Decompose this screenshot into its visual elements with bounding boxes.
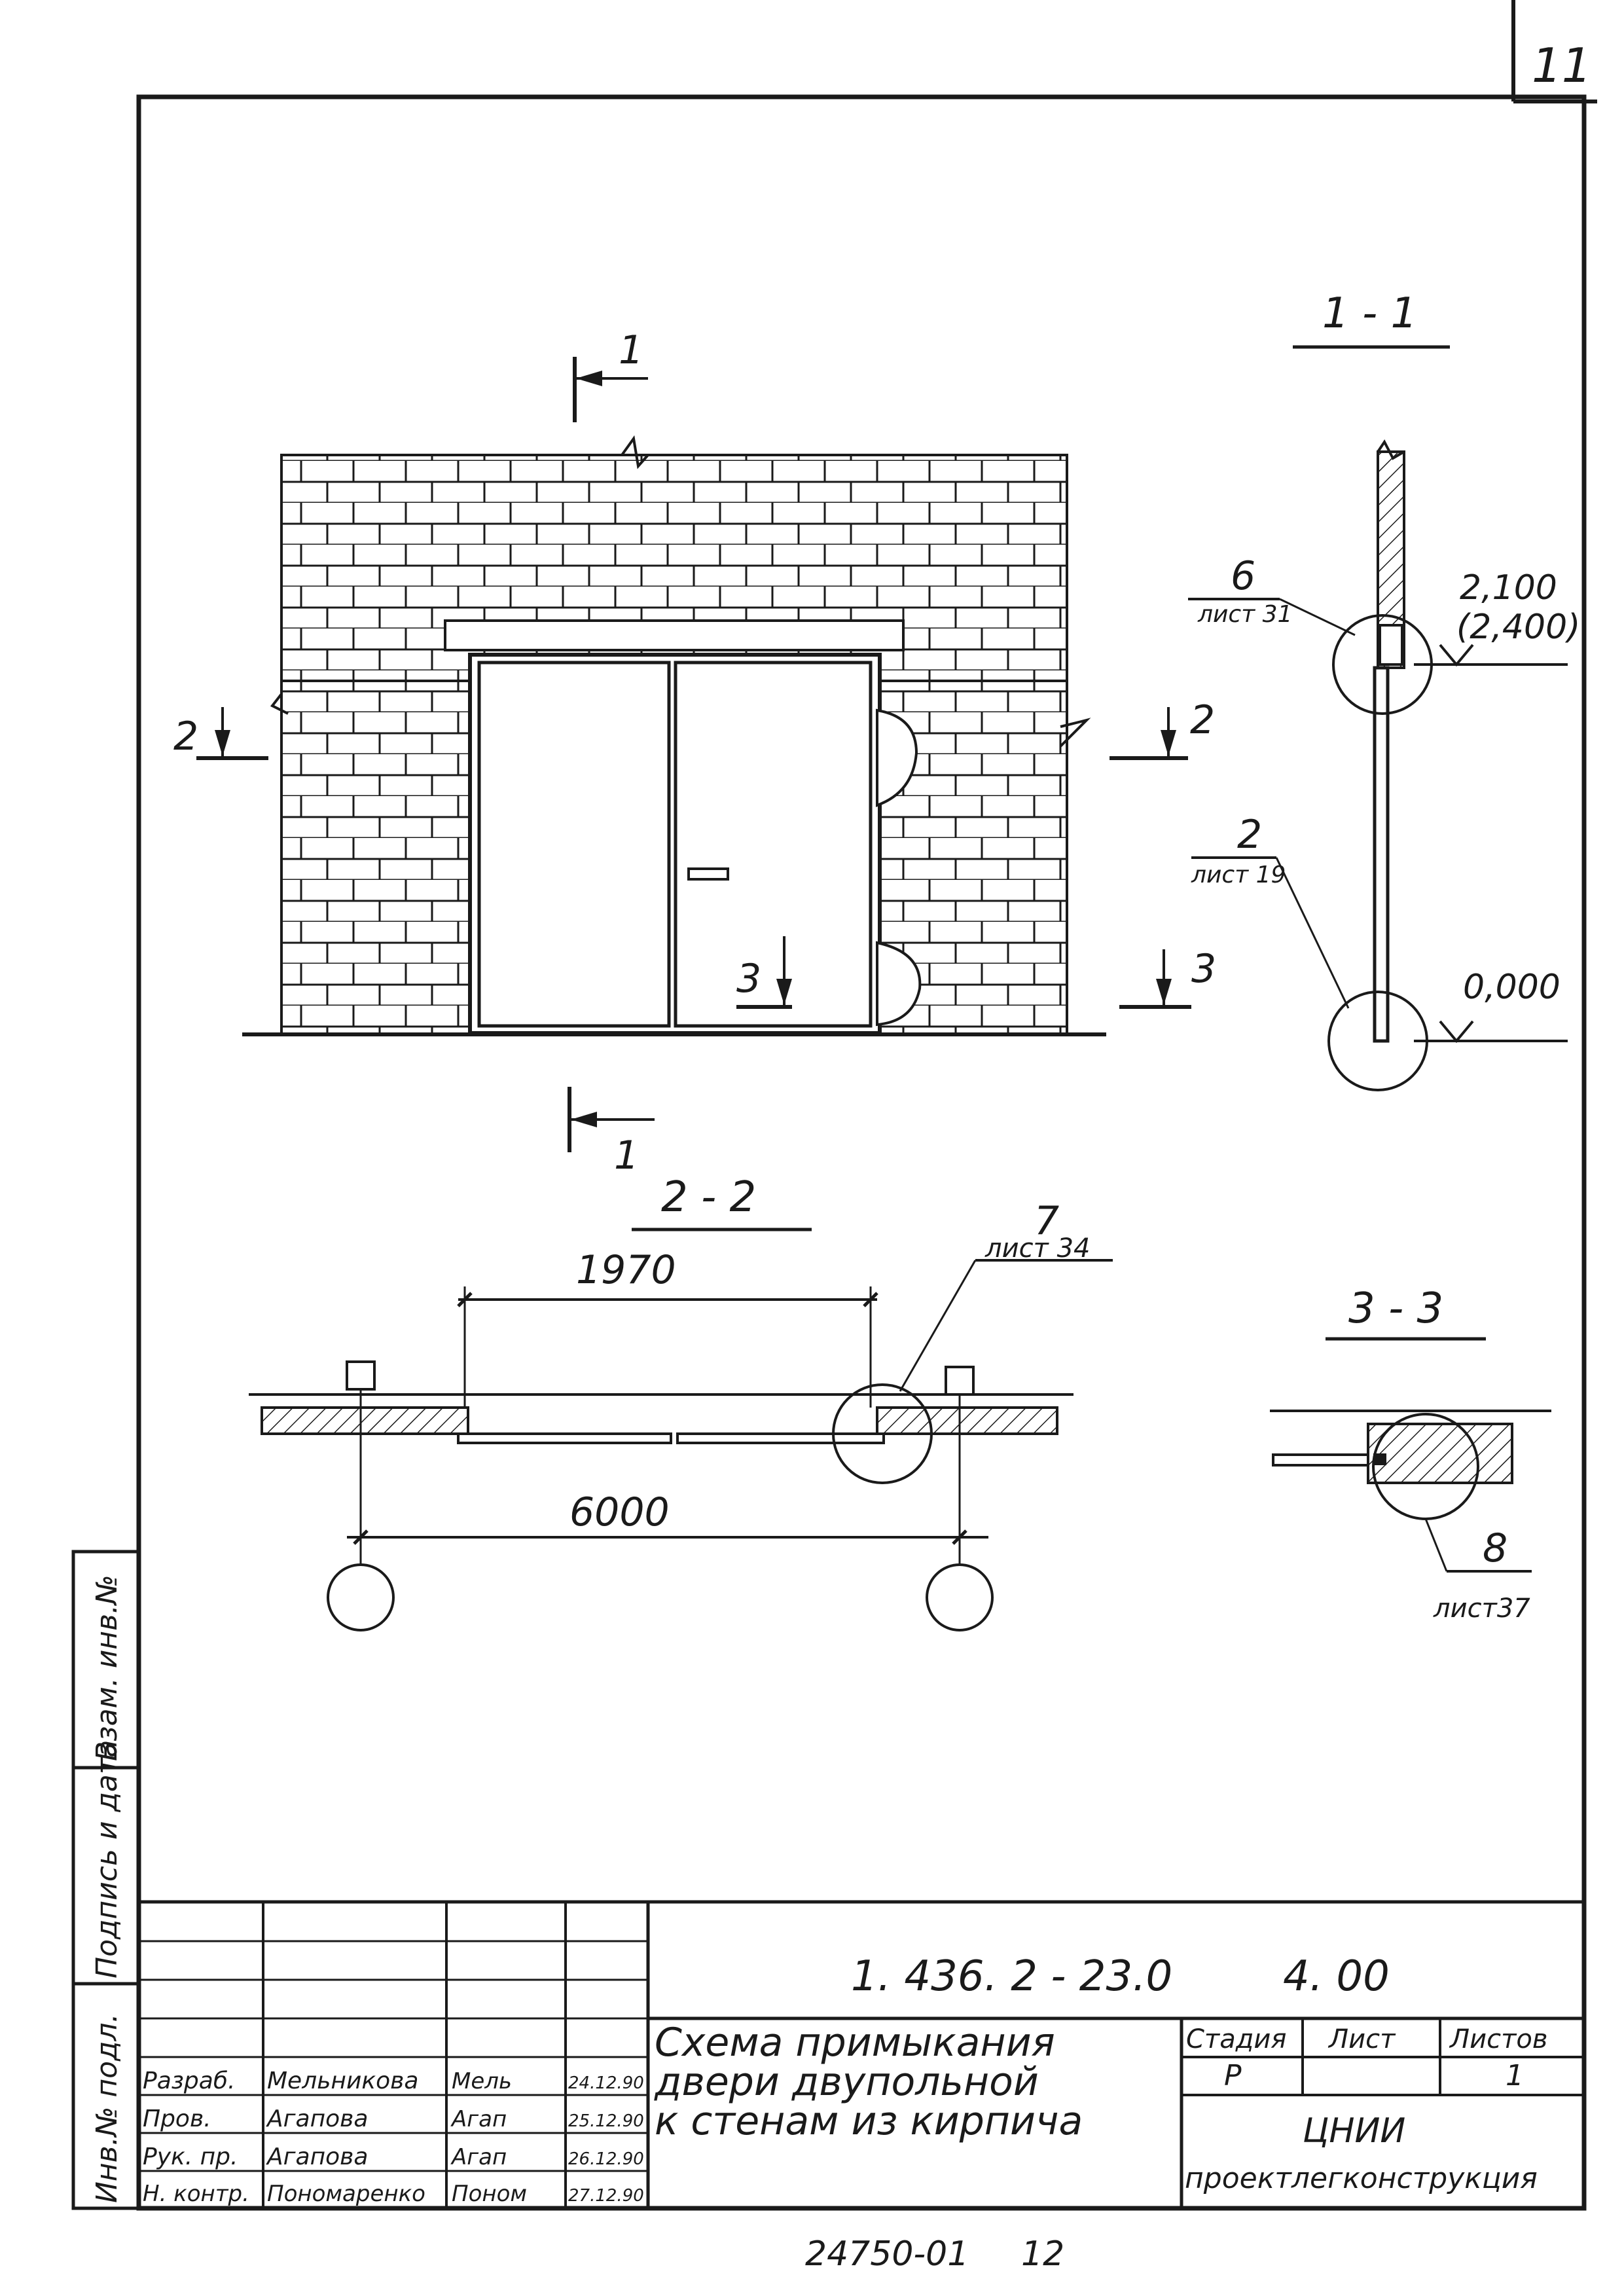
door-handle xyxy=(687,867,729,881)
wall-cutout-lower xyxy=(876,941,922,1027)
cut-1-top-label: 1 xyxy=(619,327,643,373)
row-2-date: 25.12.90 xyxy=(568,2111,644,2131)
stage-header: Стадия xyxy=(1186,2024,1286,2054)
wall-plan-right xyxy=(876,1406,1058,1435)
level-floor: 0,000 xyxy=(1463,968,1561,1007)
section-3-3: 3 - 3 8 лист37 xyxy=(1270,1285,1551,1624)
section-2-2: 2 - 2 1970 6000 7 лист 34 xyxy=(249,1173,1113,1631)
row-4-signature: Поном xyxy=(452,2181,527,2207)
node-6-sheet: лист 31 xyxy=(1197,601,1292,628)
row-3-signature: Агап xyxy=(450,2144,507,2170)
node-6-number: 6 xyxy=(1231,553,1255,599)
node-2-number: 2 xyxy=(1237,812,1262,858)
archive-number: 24750-01 xyxy=(805,2234,969,2274)
document-code: 1. 436. 2 - 23.0 xyxy=(851,1952,1172,2001)
floor-slab xyxy=(1367,1423,1513,1484)
row-1-name: Мельникова xyxy=(267,2068,418,2094)
row-3-name: Агапова xyxy=(266,2143,368,2170)
drawing-title-line1: Схема примыкания xyxy=(655,2020,1055,2066)
row-2-name: Агапова xyxy=(266,2105,368,2132)
page-number-corner: 11 xyxy=(1511,0,1597,103)
dim-door: 1970 xyxy=(576,1247,676,1293)
cut-3-left-label: 3 xyxy=(736,956,761,1002)
stage-value: Р xyxy=(1224,2059,1242,2092)
level-top-alt: (2,400) xyxy=(1456,608,1580,647)
sheets-value: 1 xyxy=(1506,2059,1524,2092)
sheets-header: Листов xyxy=(1449,2024,1547,2054)
break-mark-left xyxy=(270,693,289,715)
node-2-sheet: лист 19 xyxy=(1191,862,1286,888)
organization-line1: ЦНИИ xyxy=(1303,2111,1405,2151)
title-block: 1. 436. 2 - 23.0 4. 00 Схема примыкания … xyxy=(139,1900,1584,2208)
row-3-role: Рук. пр. xyxy=(143,2143,238,2170)
brick-wall-left xyxy=(280,680,474,1036)
section-3-3-title: 3 - 3 xyxy=(1348,1285,1443,1333)
column-left xyxy=(346,1360,376,1391)
node-8-number: 8 xyxy=(1483,1525,1507,1571)
section-1-1: 1 - 1 6 лист 31 2 лист 19 2,100 (2,400) … xyxy=(1188,289,1580,1091)
door-leaf-plan-right xyxy=(676,1432,885,1444)
threshold xyxy=(1373,1453,1386,1465)
row-3-date: 26.12.90 xyxy=(568,2149,644,2169)
wall-plan-left xyxy=(261,1406,469,1435)
section-2-2-title: 2 - 2 xyxy=(661,1173,756,1222)
cut-3-right-label: 3 xyxy=(1191,946,1216,992)
level-top: 2,100 xyxy=(1460,568,1557,608)
drawing-frame xyxy=(136,94,1587,2211)
page-number: 11 xyxy=(1532,38,1592,93)
node-8-sheet: лист37 xyxy=(1433,1594,1530,1624)
side-stamp: Взам. инв.№ Подпись и дата Инв.№ подл. xyxy=(71,1550,141,2210)
sheet-header: Лист xyxy=(1327,2024,1396,2054)
axis-bubble-left xyxy=(327,1563,395,1631)
side-stamp-col1: Взам. инв.№ xyxy=(90,1575,124,1761)
node-7-sheet: лист 34 xyxy=(984,1233,1090,1264)
wall-cutout-upper xyxy=(876,708,918,807)
drawing-title-line3: к стенам из кирпича xyxy=(655,2098,1083,2144)
dim-axes: 6000 xyxy=(569,1489,670,1535)
side-stamp-col2: Подпись и дата xyxy=(90,1740,124,1978)
row-1-role: Разраб. xyxy=(143,2068,235,2094)
door-leaf-right xyxy=(674,661,873,1028)
door-leaf-plan-left xyxy=(457,1432,672,1444)
document-sub-code: 4. 00 xyxy=(1283,1952,1390,2001)
row-4-name: Пономаренко xyxy=(267,2181,425,2207)
lintel xyxy=(444,619,905,651)
row-2-signature: Агап xyxy=(450,2106,507,2132)
door-elevation: 1 1 2 2 3 3 xyxy=(173,327,1216,1178)
node-7-number: 7 xyxy=(1034,1198,1059,1244)
cut-1-bottom-label: 1 xyxy=(614,1133,639,1178)
door-leaf-section xyxy=(1373,666,1390,1043)
organization-line2: проектлегконструкция xyxy=(1185,2162,1538,2195)
cut-2-right-label: 2 xyxy=(1190,697,1215,743)
archive-number-2: 12 xyxy=(1021,2234,1064,2274)
side-stamp-col3: Инв.№ подл. xyxy=(90,2013,124,2203)
cut-2-left-label: 2 xyxy=(173,714,198,759)
drawing-title-line2: двери двупольной xyxy=(654,2059,1039,2105)
row-4-role: Н. контр. xyxy=(143,2181,249,2207)
break-mark-right xyxy=(1059,718,1091,748)
row-1-signature: Мель xyxy=(452,2068,512,2094)
node-7-circle xyxy=(832,1383,933,1484)
wall-lintel-section xyxy=(1379,624,1403,666)
row-2-role: Пров. xyxy=(143,2105,211,2132)
door-leaf-left xyxy=(477,661,671,1028)
section-1-1-title: 1 - 1 xyxy=(1322,289,1417,338)
door-sill xyxy=(1272,1453,1369,1467)
axis-bubble-right xyxy=(926,1563,994,1631)
column-right xyxy=(945,1366,975,1396)
row-1-date: 24.12.90 xyxy=(568,2073,644,2093)
break-mark-top xyxy=(621,435,649,469)
row-4-date: 27.12.90 xyxy=(568,2186,644,2206)
